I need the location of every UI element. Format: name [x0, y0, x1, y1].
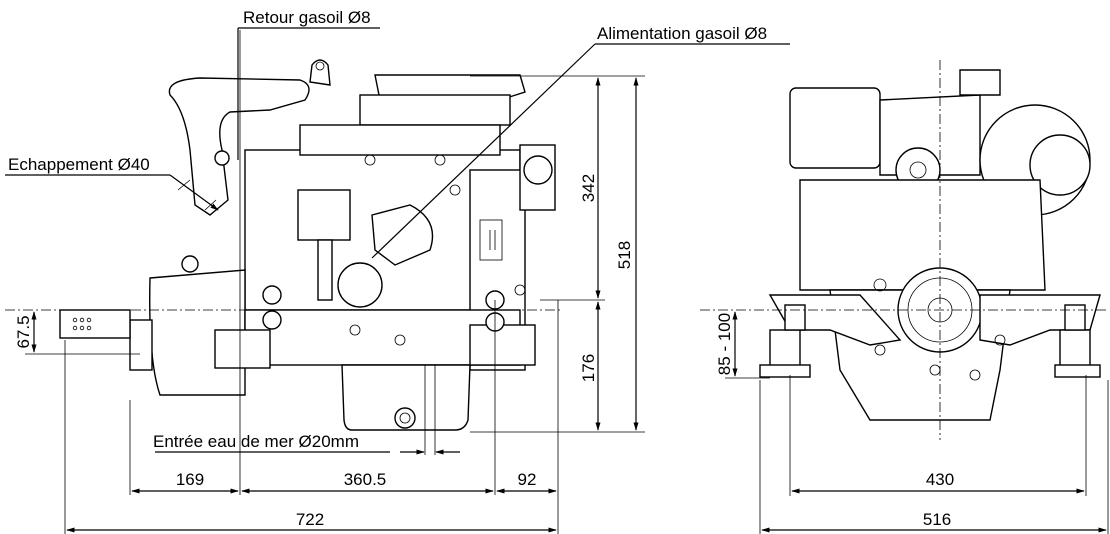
entree-eau-label: Entrée eau de mer Ø20mm	[153, 432, 359, 451]
dim-516: 516	[923, 510, 951, 529]
dim-342: 342	[579, 174, 598, 202]
dim-430: 430	[926, 470, 954, 489]
dim-85-100: 85 - 100	[715, 313, 734, 375]
echappement-label: Echappement Ø40	[8, 155, 150, 174]
dim-85-100-group: 85 - 100	[715, 311, 738, 377]
dim-92: 92	[518, 470, 537, 489]
alimentation-gasoil-label: Alimentation gasoil Ø8	[597, 24, 767, 43]
retour-gasoil-callout: Retour gasoil Ø8	[237, 8, 380, 160]
dim-vertical-side: 342 518 176	[470, 75, 645, 433]
retour-gasoil-label: Retour gasoil Ø8	[243, 8, 371, 27]
dim-67-5-group: 67.5	[14, 311, 140, 355]
dim-horizontal-side: 169 360.5 92 722	[66, 470, 557, 533]
dim-67-5: 67.5	[14, 315, 33, 348]
side-view-engine	[59, 59, 556, 431]
front-view-engine	[759, 69, 1101, 421]
dim-horizontal-front: 430 516	[761, 470, 1107, 533]
echappement-callout: Echappement Ø40	[5, 155, 219, 211]
dim-176: 176	[579, 354, 598, 382]
entree-eau-callout: Entrée eau de mer Ø20mm	[153, 432, 460, 455]
dim-360-5: 360.5	[344, 470, 387, 489]
dim-722: 722	[296, 510, 324, 529]
dim-518: 518	[615, 241, 634, 269]
alimentation-gasoil-callout: Alimentation gasoil Ø8	[371, 24, 790, 259]
dim-169: 169	[176, 470, 204, 489]
